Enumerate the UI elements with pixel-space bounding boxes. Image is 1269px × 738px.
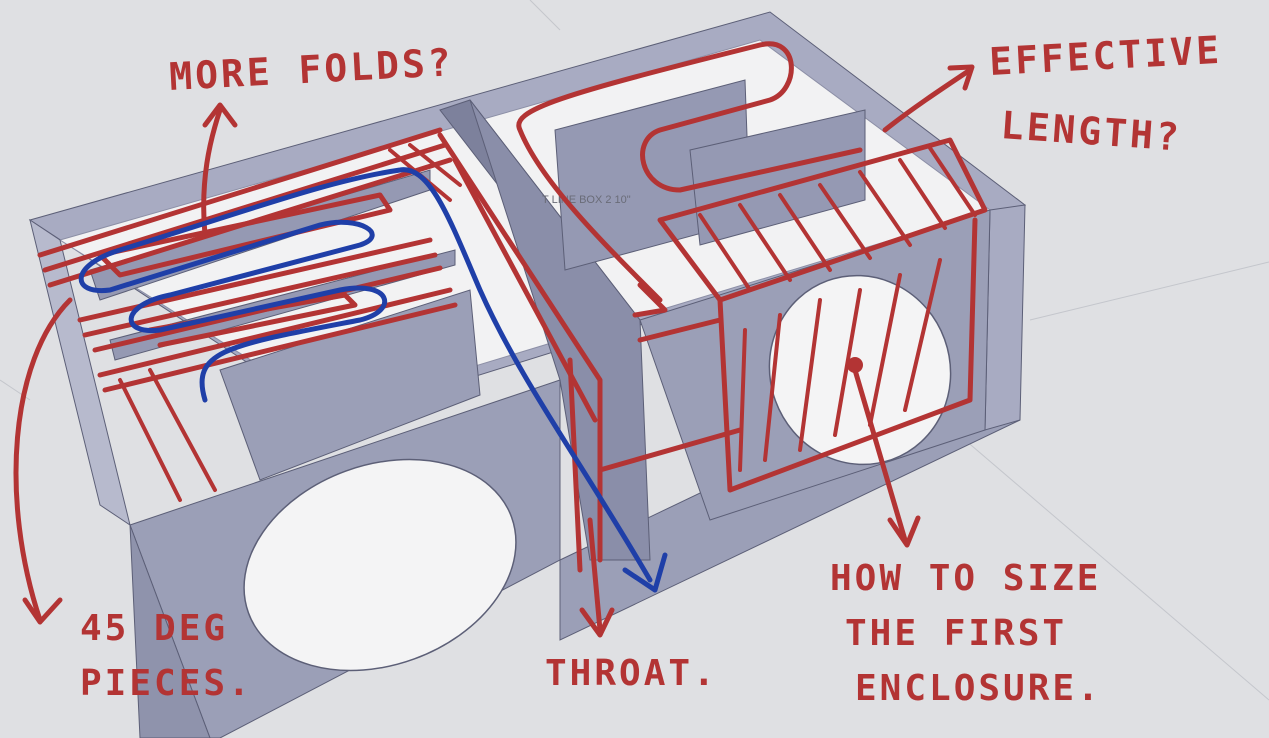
enclosure: T LINE BOX 2 10" — [28, 11, 1027, 738]
annotation-the-first: THE FIRST — [845, 613, 1067, 654]
annotation-length: LENGTH? — [999, 103, 1183, 160]
left-chamber-baffle — [219, 289, 481, 481]
annotation-throat: THROAT. — [545, 653, 718, 694]
annotations: MORE FOLDS? EFFECTIVE LENGTH? 45 DEG PIE… — [80, 28, 1223, 709]
left-speaker-cutout — [243, 458, 517, 672]
annotation-how-to-size: HOW TO SIZE — [830, 558, 1101, 599]
annotation-more-folds: MORE FOLDS? — [168, 40, 455, 99]
blue-flow-path — [78, 167, 668, 593]
annotation-45-deg: 45 DEG — [80, 608, 228, 649]
front-bottom-strip — [129, 524, 211, 738]
model-label: T LINE BOX 2 10" — [542, 194, 631, 206]
annotation-effective: EFFECTIVE — [988, 28, 1223, 84]
marker-dot — [847, 357, 863, 373]
right-side-wall — [984, 204, 1026, 431]
axis-lines — [0, 0, 1269, 701]
center-divider-face — [469, 99, 651, 561]
annotation-enclosure: ENCLOSURE. — [855, 668, 1102, 709]
right-fold-panel-2 — [689, 109, 866, 246]
annotation-pieces: PIECES. — [80, 663, 253, 704]
